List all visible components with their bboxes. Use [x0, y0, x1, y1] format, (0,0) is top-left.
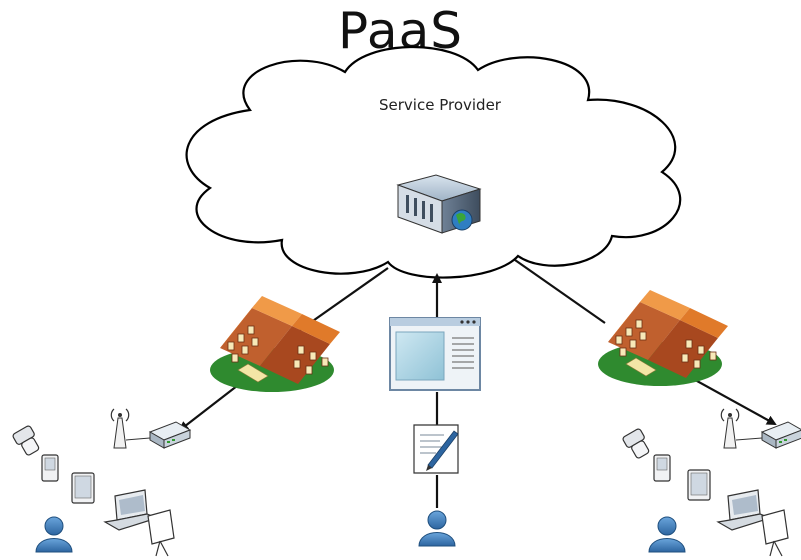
phone-icon-right — [622, 428, 650, 459]
laptop-icon-left — [103, 489, 159, 531]
phone-icon-left — [12, 425, 40, 456]
user-icon-left — [35, 516, 73, 553]
laptop-icon-right — [716, 489, 772, 531]
user-icon-center — [418, 510, 456, 547]
cloud-shape — [185, 45, 682, 279]
web-app-window-icon — [389, 317, 481, 391]
presentation-board-icon-left — [147, 509, 175, 557]
link-right-building-to-cloud — [514, 259, 606, 324]
presentation-board-icon-right — [761, 509, 789, 557]
tablet-icon-right — [687, 469, 711, 501]
pda-icon-left — [41, 454, 59, 482]
antenna-link-right — [735, 437, 763, 441]
wireless-router-icon-right — [761, 421, 801, 449]
building-icon-right — [597, 289, 729, 387]
document-pen-icon — [413, 424, 459, 474]
wireless-antenna-icon-left — [110, 408, 130, 449]
server-icon — [396, 174, 482, 234]
pda-icon-right — [653, 454, 671, 482]
user-icon-right — [648, 516, 686, 553]
tablet-icon-left — [71, 472, 95, 504]
cloud-label: Service Provider — [379, 96, 501, 114]
wireless-antenna-icon-right — [720, 408, 740, 449]
antenna-link-left — [125, 437, 151, 441]
link-left-building-to-cloud — [299, 267, 389, 331]
building-icon-left — [209, 295, 341, 393]
